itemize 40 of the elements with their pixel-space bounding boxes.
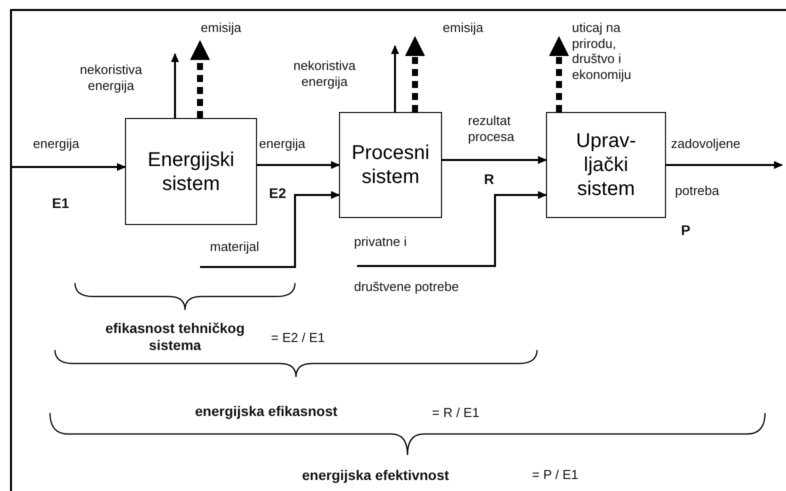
arrow bbox=[442, 156, 547, 164]
edge-label: nekoristiva energija bbox=[292, 58, 357, 90]
system-box bbox=[339, 112, 442, 218]
edge-label: materijal bbox=[210, 239, 260, 255]
text-label: privatne i bbox=[354, 234, 407, 250]
bold-label: E2 bbox=[269, 185, 286, 202]
bold-label: E1 bbox=[52, 195, 70, 212]
bold-label: P bbox=[681, 222, 690, 239]
text-label: potreba bbox=[675, 183, 720, 199]
system-box bbox=[546, 112, 666, 218]
edge-label: nekoristiva energija bbox=[78, 62, 144, 94]
text-label: društvene potrebe bbox=[354, 279, 459, 295]
arrow bbox=[200, 191, 340, 268]
bold-label: energijska efektivnost bbox=[302, 467, 450, 484]
edge-label: emisija bbox=[200, 20, 242, 36]
edge-label: energija bbox=[259, 136, 306, 152]
text-label: = P / E1 bbox=[532, 467, 578, 483]
arrow bbox=[257, 161, 340, 169]
arrow bbox=[12, 163, 126, 171]
system-box bbox=[125, 118, 257, 225]
bold-label: R bbox=[484, 171, 494, 188]
box-label: Procesni sistem bbox=[350, 141, 430, 189]
bold-label: efikasnost tehničkog sistema bbox=[105, 320, 245, 354]
arrow bbox=[357, 191, 547, 267]
text-label: = E2 / E1 bbox=[271, 330, 325, 346]
dashed-arrow bbox=[405, 36, 425, 112]
dashed-arrow bbox=[549, 36, 569, 112]
text-label: = R / E1 bbox=[432, 405, 480, 421]
dashed-arrow bbox=[190, 40, 210, 118]
box-label: Uprav-ljački sistem bbox=[574, 129, 637, 201]
box-label: Energijski sistem bbox=[146, 148, 236, 196]
edge-label: uticaj na prirodu, društvo i ekonomiju bbox=[572, 20, 632, 82]
text-label: zadovoljene bbox=[671, 136, 740, 152]
edge-label: emisija bbox=[442, 20, 484, 36]
arrow bbox=[171, 53, 179, 118]
edge-label: rezultat procesa bbox=[468, 113, 516, 144]
arrow bbox=[391, 45, 399, 112]
edge-label: energija bbox=[33, 136, 80, 152]
arrow bbox=[666, 161, 783, 169]
bold-label: energijska efikasnost bbox=[195, 403, 338, 420]
